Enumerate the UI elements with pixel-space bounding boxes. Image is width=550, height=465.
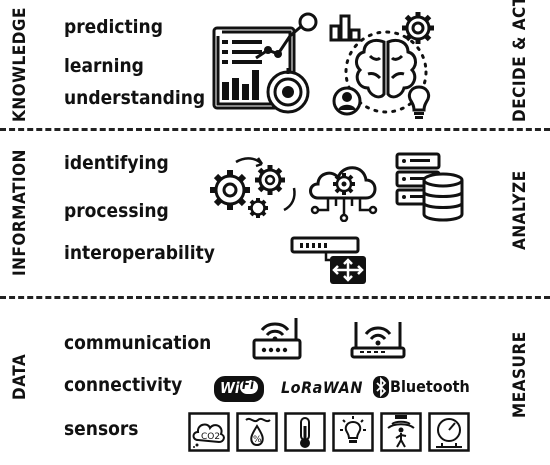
- decide-act-label: DECIDE & ACT: [510, 0, 530, 122]
- item-predicting: predicting: [64, 16, 163, 38]
- humidity-sensor-icon: %: [236, 412, 278, 452]
- router-icon: [252, 318, 302, 360]
- data-label: DATA: [10, 353, 30, 400]
- gear-icon: [402, 12, 434, 44]
- thermometer-icon: [284, 412, 326, 452]
- section-divider: [0, 128, 550, 131]
- information-label: INFORMATION: [10, 149, 30, 276]
- cloud-gear-icon: [309, 166, 378, 222]
- data-section: DATA communication connectivity sensors: [0, 294, 550, 465]
- information-section: INFORMATION identifying processing inter…: [0, 128, 550, 294]
- item-learning: learning: [64, 55, 144, 77]
- bluetooth-logo-text: Bluetooth: [390, 377, 470, 396]
- item-processing: processing: [64, 200, 169, 222]
- analytics-dashboard-icon: [212, 12, 318, 114]
- section-divider: [0, 296, 550, 299]
- item-understanding: understanding: [64, 87, 206, 109]
- lorawan-logo: LoRaWAN: [281, 378, 363, 397]
- gears-icon: [210, 157, 296, 218]
- item-communication: communication: [64, 332, 212, 354]
- bar-chart-icon: [329, 14, 361, 42]
- person-icon: [332, 86, 362, 116]
- wifi-logo-box-text: Fi: [242, 378, 254, 393]
- lightbulb-icon: [407, 85, 431, 119]
- network-switch-icon: [290, 236, 366, 284]
- brain-icon: [344, 30, 428, 114]
- wifi-router-icon: [350, 322, 406, 359]
- item-identifying: identifying: [64, 152, 169, 174]
- item-interoperability: interoperability: [64, 242, 215, 264]
- knowledge-label: KNOWLEDGE: [10, 7, 30, 122]
- co2-text: CO2: [201, 432, 220, 442]
- database-server-icon: [395, 152, 464, 222]
- item-sensors: sensors: [64, 418, 139, 440]
- wifi-logo-box: Fi: [240, 378, 258, 394]
- co2-sensor-icon: CO2: [188, 412, 230, 452]
- motion-sensor-icon: [380, 412, 422, 452]
- wifi-logo-text: Wi: [220, 379, 240, 397]
- pressure-gauge-icon: [428, 412, 470, 452]
- knowledge-section: KNOWLEDGE predicting learning understand…: [0, 0, 550, 128]
- item-connectivity: connectivity: [64, 374, 183, 396]
- measure-label: MEASURE: [510, 331, 530, 418]
- analyze-label: ANALYZE: [510, 170, 530, 250]
- light-sensor-icon: [332, 412, 374, 452]
- humidity-text: %: [253, 435, 262, 445]
- wifi-logo: Wi Fi: [214, 376, 264, 402]
- bluetooth-logo: [373, 376, 389, 398]
